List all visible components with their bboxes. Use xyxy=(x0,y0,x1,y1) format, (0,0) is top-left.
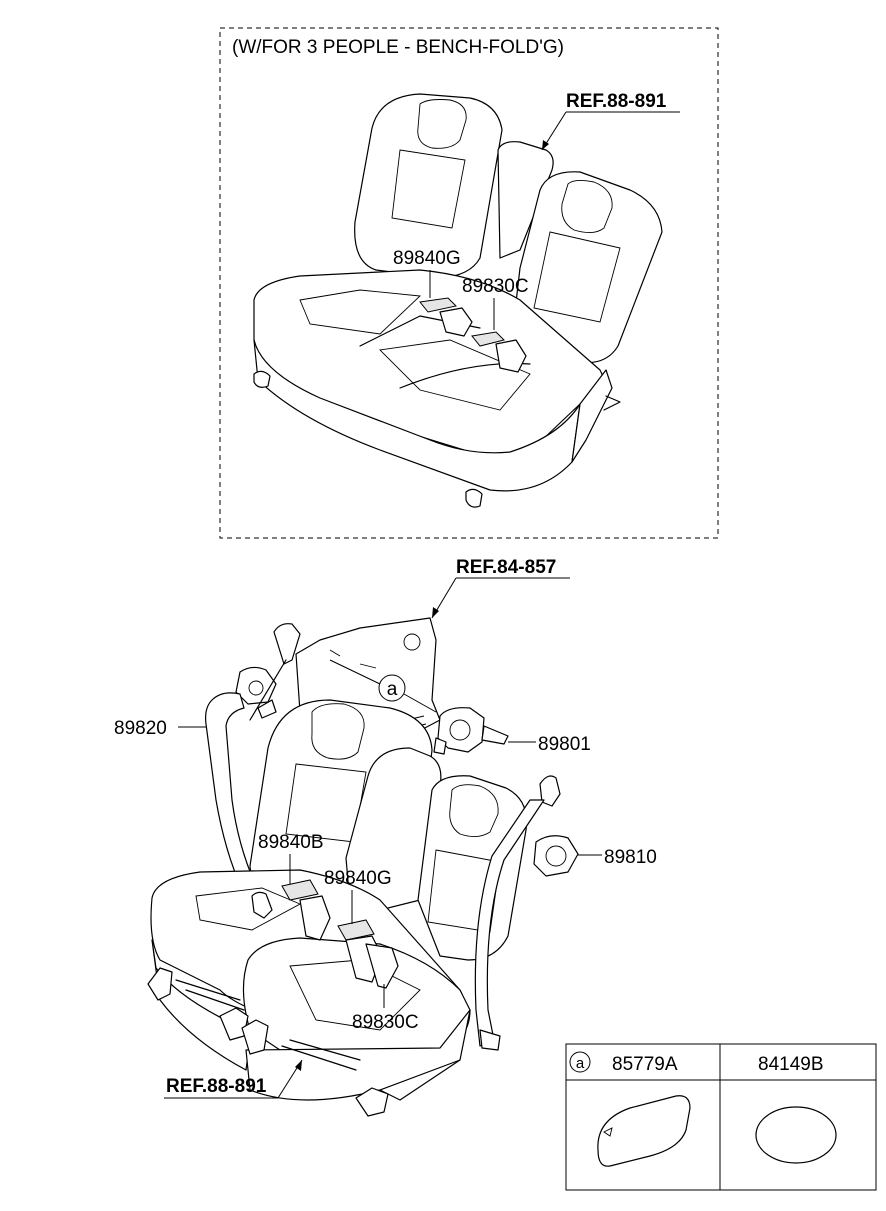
leader-ref-84-857 xyxy=(431,577,570,619)
legend-part-85779A: 85779A xyxy=(612,1054,678,1075)
ref-trim: REF.84-857 xyxy=(456,557,556,578)
main-backrest xyxy=(249,699,528,961)
label-89801: 89801 xyxy=(538,734,591,755)
retractor-89801 xyxy=(433,707,509,755)
callout-a-marker: a xyxy=(387,679,398,700)
label-89840G: 89840G xyxy=(324,868,392,889)
main-buckles xyxy=(251,879,399,989)
ref-inset-seat: REF.88-891 xyxy=(566,91,667,112)
label-89840B: 89840B xyxy=(258,832,324,853)
inset-title: (W/FOR 3 PEOPLE - BENCH-FOLD'G) xyxy=(232,37,564,58)
leader-ref-88-891 xyxy=(164,1059,303,1099)
belt-89810-assembly xyxy=(474,775,579,1051)
callout-a xyxy=(329,659,437,713)
label-inset-89830C: 89830C xyxy=(462,276,529,297)
leader-inset-ref xyxy=(541,111,680,151)
label-89830C: 89830C xyxy=(352,1012,419,1033)
legend-table xyxy=(565,1043,877,1191)
seat-frame xyxy=(147,967,389,1117)
label-89810: 89810 xyxy=(604,847,657,868)
label-inset-89840G: 89840G xyxy=(393,248,461,269)
legend-part-84149B: 84149B xyxy=(758,1054,824,1075)
ref-seat-bottom: REF.88-891 xyxy=(166,1076,267,1097)
legend-marker-a: a xyxy=(576,1055,585,1072)
label-89820: 89820 xyxy=(114,718,167,739)
inset-bench-seat xyxy=(253,93,663,508)
belt-89820-assembly xyxy=(205,623,301,917)
